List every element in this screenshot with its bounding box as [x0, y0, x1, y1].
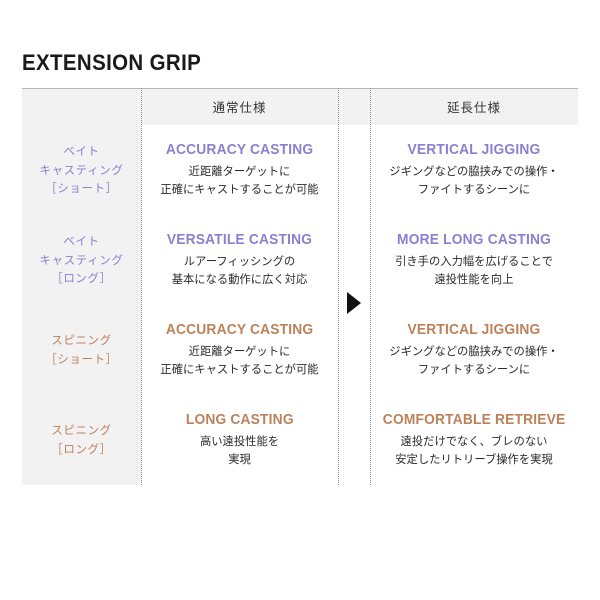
row-label-line3: ［ロング］: [51, 271, 112, 286]
divider-normal-gap: [338, 88, 340, 485]
normal-desc-line2: 正確にキャストすることが可能: [160, 182, 319, 196]
row-label-text: スピニング ［ショート］: [45, 331, 118, 369]
normal-title: LONG CASTING: [185, 411, 294, 428]
divider-label-normal: [141, 88, 143, 485]
header-cell-gap: [338, 88, 370, 125]
row-label-line2: ［ショート］: [45, 352, 118, 366]
extension-title: VERTICAL JIGGING: [407, 321, 541, 338]
extension-title: VERTICAL JIGGING: [407, 141, 541, 158]
extension-desc-line2: 遠投性能を向上: [434, 272, 514, 286]
extension-description: ジギングなどの脇挟みでの操作・ ファイトするシーンに: [389, 343, 558, 379]
page-title: EXTENSION GRIP: [22, 50, 202, 75]
row-label-cell: スピニング ［ショート］: [22, 305, 141, 395]
row-label-text: スピニング ［ロング］: [51, 421, 112, 459]
divider-gap-extension: [370, 88, 372, 485]
header-top-rule: [22, 88, 578, 89]
header-label-extension: 延長仕様: [446, 101, 501, 115]
normal-description: ルアーフィッシングの 基本になる動作に広く対応: [172, 253, 308, 289]
table-row: スピニング ［ショート］ ACCURACY CASTING 近距離ターゲットに …: [22, 305, 578, 396]
row-extension-cell: VERTICAL JIGGING ジギングなどの脇挟みでの操作・ ファイトするシ…: [370, 305, 578, 395]
row-label-line3: ［ショート］: [45, 181, 118, 196]
extension-desc-line2: 安定したリトリーブ操作を実現: [395, 452, 553, 466]
row-gap-cell: [338, 125, 370, 215]
header-cell-label-column: [22, 88, 141, 125]
normal-description: 高い遠投性能を 実現: [200, 433, 279, 469]
normal-title: ACCURACY CASTING: [165, 321, 314, 338]
extension-desc-line1: ジギングなどの脇挟みでの操作・: [389, 164, 559, 178]
extension-desc-line2: ファイトするシーンに: [417, 362, 531, 376]
row-label-line1: ベイト: [63, 143, 100, 158]
row-label-text: ベイト キャスティング ［ショート］: [39, 142, 123, 199]
header-label-normal: 通常仕様: [212, 101, 267, 115]
row-extension-cell: MORE LONG CASTING 引き手の入力幅を広げることで 遠投性能を向上: [370, 215, 578, 305]
row-normal-cell: ACCURACY CASTING 近距離ターゲットに 正確にキャストすることが可…: [141, 125, 338, 215]
row-label-line1: ベイト: [63, 233, 100, 248]
extension-desc-line1: 引き手の入力幅を広げることで: [395, 254, 553, 268]
normal-desc-line1: 近距離ターゲットに: [188, 164, 291, 178]
header-cell-extension: 延長仕様: [370, 88, 578, 125]
header-cell-normal: 通常仕様: [141, 88, 338, 125]
normal-title: ACCURACY CASTING: [165, 141, 314, 158]
row-normal-cell: ACCURACY CASTING 近距離ターゲットに 正確にキャストすることが可…: [141, 305, 338, 395]
row-label-cell: ベイト キャスティング ［ロング］: [22, 215, 141, 305]
table-row: ベイト キャスティング ［ショート］ ACCURACY CASTING 近距離タ…: [22, 125, 578, 216]
table-header-row: 通常仕様 延長仕様: [22, 88, 578, 126]
normal-desc-line1: ルアーフィッシングの: [183, 254, 296, 268]
row-extension-cell: VERTICAL JIGGING ジギングなどの脇挟みでの操作・ ファイトするシ…: [370, 125, 578, 215]
normal-desc-line2: 正確にキャストすることが可能: [160, 362, 319, 376]
extension-desc-line1: ジギングなどの脇挟みでの操作・: [389, 344, 559, 358]
row-label-line1: スピニング: [51, 333, 112, 348]
normal-desc-line2: 基本になる動作に広く対応: [171, 272, 308, 286]
normal-desc-line1: 高い遠投性能を: [199, 434, 280, 448]
row-gap-cell: [338, 305, 370, 395]
extension-desc-line2: ファイトするシーンに: [417, 182, 531, 196]
table-row: ベイト キャスティング ［ロング］ VERSATILE CASTING ルアーフ…: [22, 215, 578, 306]
extension-description: 遠投だけでなく、ブレのない 安定したリトリーブ操作を実現: [395, 433, 552, 469]
triangle-right-icon: [347, 292, 361, 314]
row-normal-cell: LONG CASTING 高い遠投性能を 実現: [141, 395, 338, 485]
row-label-line2: キャスティング: [39, 162, 124, 177]
row-label-line2: ［ロング］: [51, 442, 112, 456]
extension-description: ジギングなどの脇挟みでの操作・ ファイトするシーンに: [389, 163, 558, 199]
normal-desc-line1: 近距離ターゲットに: [188, 344, 291, 358]
normal-description: 近距離ターゲットに 正確にキャストすることが可能: [160, 343, 318, 379]
row-label-line1: スピニング: [51, 423, 112, 438]
row-label-cell: スピニング ［ロング］: [22, 395, 141, 485]
row-extension-cell: COMFORTABLE RETRIEVE 遠投だけでなく、ブレのない 安定したリ…: [370, 395, 578, 485]
normal-description: 近距離ターゲットに 正確にキャストすることが可能: [160, 163, 318, 199]
row-label-text: ベイト キャスティング ［ロング］: [39, 232, 123, 289]
spec-comparison-table: 通常仕様 延長仕様 ベイト キャスティング ［ショート］ ACCURACY CA…: [22, 88, 578, 485]
extension-desc-line1: 遠投だけでなく、ブレのない: [400, 434, 548, 448]
row-label-line2: キャスティング: [39, 252, 124, 267]
row-gap-cell: [338, 395, 370, 485]
row-normal-cell: VERSATILE CASTING ルアーフィッシングの 基本になる動作に広く対…: [141, 215, 338, 305]
row-label-cell: ベイト キャスティング ［ショート］: [22, 125, 141, 215]
extension-description: 引き手の入力幅を広げることで 遠投性能を向上: [395, 253, 553, 289]
row-gap-cell: [338, 215, 370, 305]
extension-title: COMFORTABLE RETRIEVE: [382, 411, 566, 428]
normal-title: VERSATILE CASTING: [166, 231, 313, 248]
table-row: スピニング ［ロング］ LONG CASTING 高い遠投性能を 実現 COMF…: [22, 395, 578, 485]
normal-desc-line2: 実現: [228, 452, 251, 466]
extension-title: MORE LONG CASTING: [397, 231, 551, 248]
